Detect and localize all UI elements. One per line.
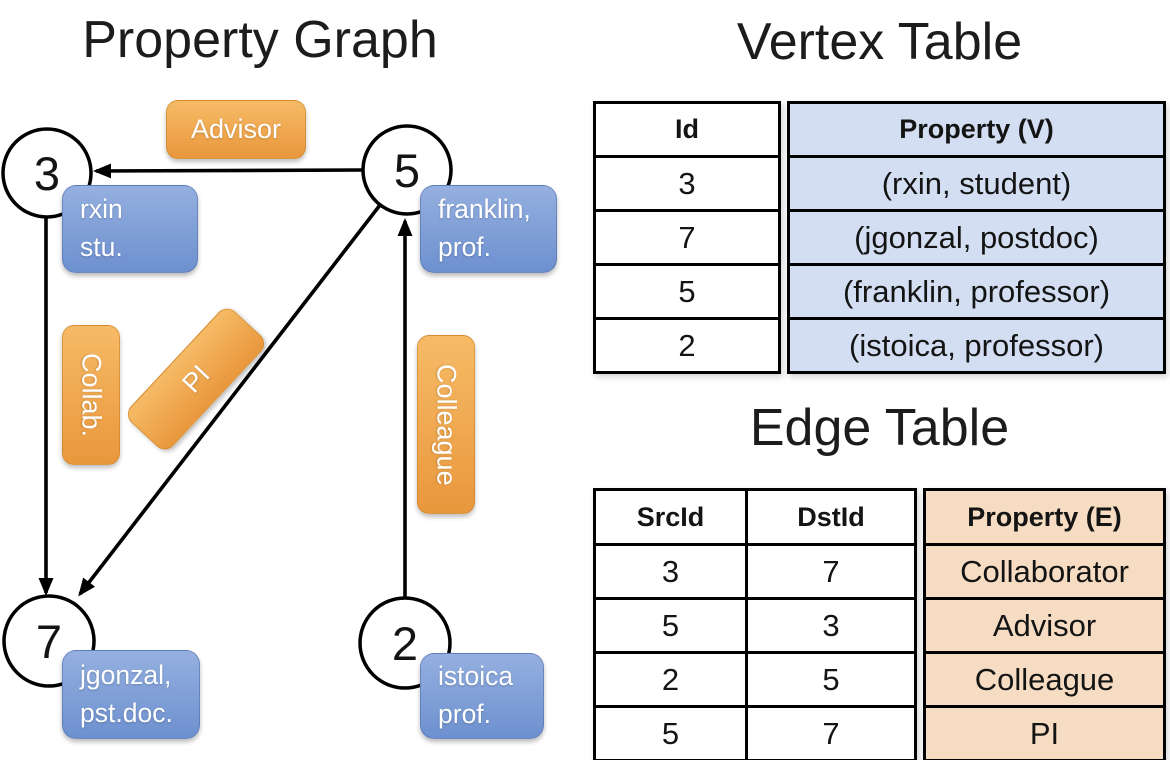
- vertex-2-property-box: istoica prof.: [420, 653, 544, 739]
- vertex-table-property-column: Property (V) (rxin, student) (jgonzal, p…: [787, 101, 1166, 374]
- edge-table-header-dstid: DstId: [745, 488, 917, 546]
- vertex-table-header-id: Id: [593, 101, 781, 158]
- vertex-table-cell-property: (istoica, professor): [787, 317, 1166, 374]
- vertex-table-cell-property: (franklin, professor): [787, 263, 1166, 320]
- edge-table-header-property: Property (E): [923, 488, 1166, 546]
- edge-pi-arrow: [78, 203, 382, 597]
- edge-table-cell-srcid: 5: [593, 597, 748, 654]
- vertex-3-id: 3: [33, 146, 61, 200]
- edge-table-cell-srcid: 5: [593, 705, 748, 760]
- vertex-3-property-line2: stu.: [80, 232, 123, 262]
- vertex-2-property-line2: prof.: [438, 699, 492, 729]
- edge-table-cell-dstid: 3: [745, 597, 917, 654]
- edge-table-cell-property: Collaborator: [923, 543, 1166, 600]
- edge-table-cell-dstid: 5: [745, 651, 917, 708]
- vertex-table-cell-id: 2: [593, 317, 781, 374]
- vertex-table-cell-property: (jgonzal, postdoc): [787, 209, 1166, 266]
- edge-table-cell-property: PI: [923, 705, 1166, 760]
- property-graph-title: Property Graph: [82, 11, 438, 69]
- vertex-3-property-line1: rxin: [80, 194, 123, 225]
- vertex-7-id: 7: [35, 614, 63, 668]
- edge-advisor-arrow: [93, 163, 364, 179]
- edge-table-cell-property: Colleague: [923, 651, 1166, 708]
- edge-table-cell-dstid: 7: [745, 705, 917, 760]
- edge-table-id-columns: SrcId DstId 3 7 5 3 2 5 5 7: [593, 488, 917, 760]
- edge-table-cell-dstid: 7: [745, 543, 917, 600]
- vertex-table-cell-id: 5: [593, 263, 781, 320]
- edge-table-cell-srcid: 2: [593, 651, 748, 708]
- edge-label-colleague: Colleague: [417, 335, 475, 514]
- vertex-table-id-column: Id 3 7 5 2: [593, 101, 781, 374]
- vertex-table-title: Vertex Table: [736, 13, 1023, 71]
- vertex-2-property-line1: istoica: [438, 661, 514, 692]
- vertex-3-property-box: rxin stu.: [62, 185, 198, 273]
- edge-table-cell-srcid: 3: [593, 543, 748, 600]
- vertex-2-id: 2: [391, 616, 419, 670]
- edge-table-title: Edge Table: [749, 399, 1010, 457]
- edge-table-header-srcid: SrcId: [593, 488, 748, 546]
- vertex-5-property-line1: franklin,: [438, 194, 531, 225]
- vertex-5-property-line2: prof.: [438, 232, 492, 262]
- vertex-7-property-line2: pst.doc.: [80, 697, 173, 728]
- vertex-5-property-box: franklin, prof.: [420, 185, 557, 273]
- edge-table-cell-property: Advisor: [923, 597, 1166, 654]
- vertex-table-cell-property: (rxin, student): [787, 155, 1166, 212]
- vertex-7-property-line1: jgonzal,: [80, 659, 172, 690]
- vertex-table-cell-id: 3: [593, 155, 781, 212]
- edge-table-property-column: Property (E) Collaborator Advisor Collea…: [923, 488, 1166, 760]
- vertex-5-id: 5: [393, 143, 421, 197]
- vertex-7-property-box: jgonzal, pst.doc.: [62, 650, 200, 739]
- vertex-table-header-property: Property (V): [787, 101, 1166, 158]
- edge-label-advisor: Advisor: [166, 100, 306, 159]
- edge-label-collab: Collab.: [62, 325, 120, 465]
- vertex-table-cell-id: 7: [593, 209, 781, 266]
